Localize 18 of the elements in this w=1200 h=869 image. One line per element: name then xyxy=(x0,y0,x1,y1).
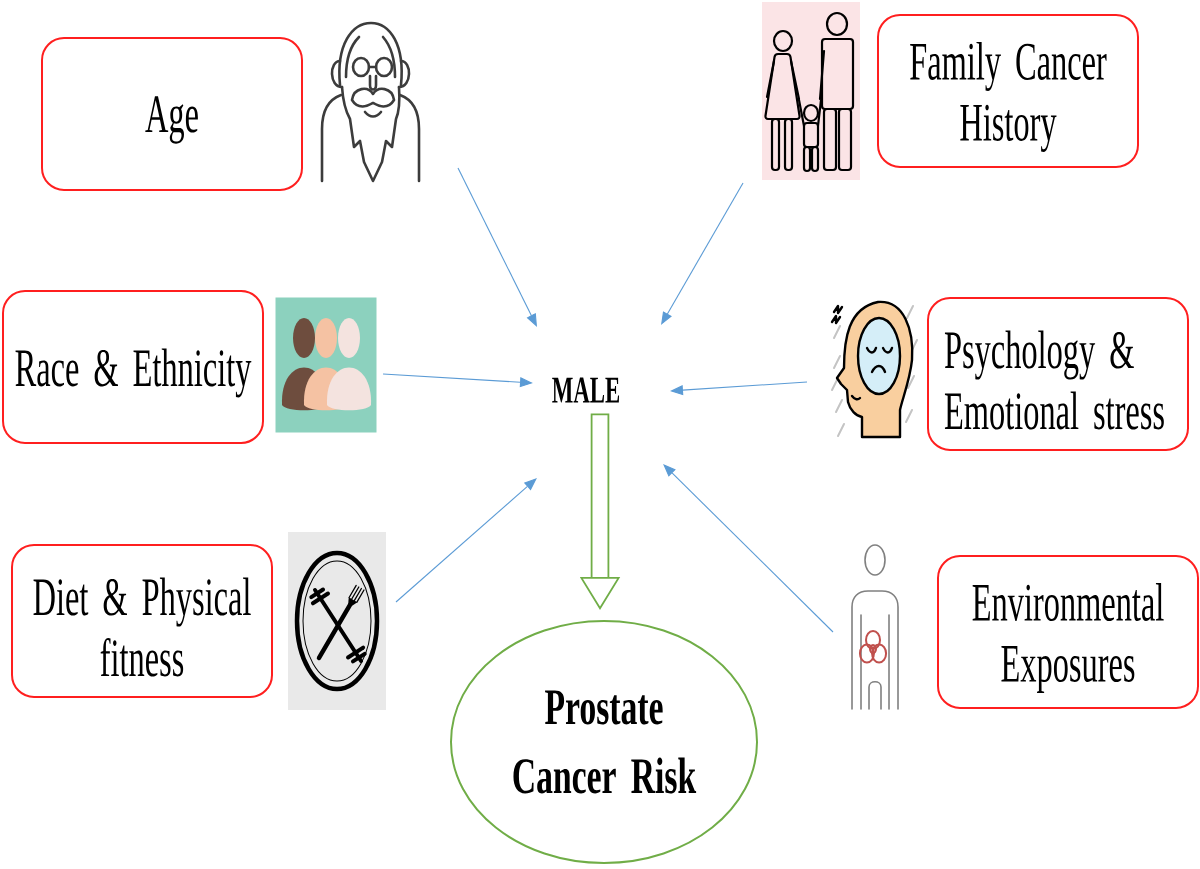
hub-label: MALE xyxy=(552,377,620,403)
factor-box: Age xyxy=(41,37,303,191)
factor-box: Environmental Exposures xyxy=(937,555,1199,709)
factor-box: Family Cancer History xyxy=(877,14,1139,168)
arrow xyxy=(382,373,533,388)
fork-dumbbell-drawing xyxy=(288,532,386,710)
arrow xyxy=(661,182,744,325)
people-drawing xyxy=(275,297,377,433)
arrow xyxy=(457,167,537,327)
family-drawing xyxy=(762,2,860,180)
factor-box: Diet & Physical fitness xyxy=(11,544,273,698)
biohazard-body-drawing xyxy=(851,544,899,710)
arrow xyxy=(395,478,537,603)
sad-head-drawing xyxy=(830,300,918,439)
elderly-man-drawing xyxy=(320,21,421,183)
factor-box: Race & Ethnicity xyxy=(2,290,264,444)
arrow xyxy=(663,464,834,633)
factor-box: Psychology & Emotional stress xyxy=(927,297,1189,451)
